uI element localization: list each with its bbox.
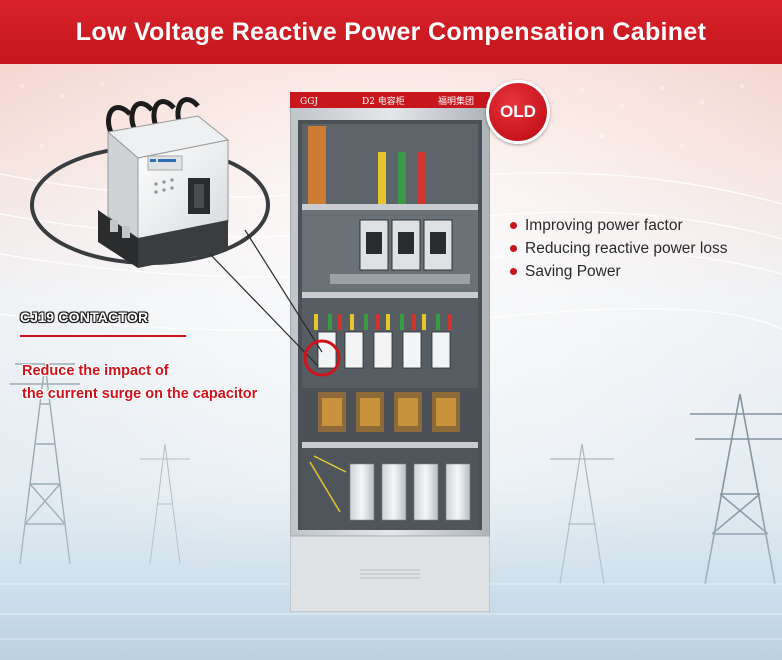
page-title: Low Voltage Reactive Power Compensation … (75, 17, 707, 46)
feature-list: Improving power factor Reducing reactive… (510, 214, 727, 283)
description-line: the current surge on the capacitor (22, 386, 258, 402)
bullet-icon (510, 222, 517, 229)
bullet-icon (510, 245, 517, 252)
feature-text: Reducing reactive power loss (525, 239, 728, 257)
contactor-description: Reduce the impact of the current surge o… (22, 360, 257, 406)
cabinet-label-center: D2 电容柜 (362, 95, 405, 107)
feature-text: Improving power factor (525, 216, 683, 234)
feature-item: Saving Power (510, 260, 727, 283)
title-banner: Low Voltage Reactive Power Compensation … (0, 0, 782, 64)
feature-item: Reducing reactive power loss (510, 237, 727, 260)
compensation-cabinet-image: GGJ D2 电容柜 福明集团 (290, 92, 490, 612)
title-underline (20, 335, 186, 337)
description-line: Reduce the impact of (22, 363, 169, 379)
old-badge: OLD (486, 80, 550, 144)
cj19-contactor-image (98, 97, 230, 268)
feature-item: Improving power factor (510, 214, 727, 237)
feature-text: Saving Power (525, 262, 621, 280)
bullet-icon (510, 268, 517, 275)
cabinet-label-left: GGJ (300, 97, 318, 107)
contactor-title: CJ19 CONTACTOR (20, 309, 149, 325)
old-badge-text: OLD (500, 102, 536, 121)
cabinet-label-right: 福明集团 (438, 95, 474, 107)
